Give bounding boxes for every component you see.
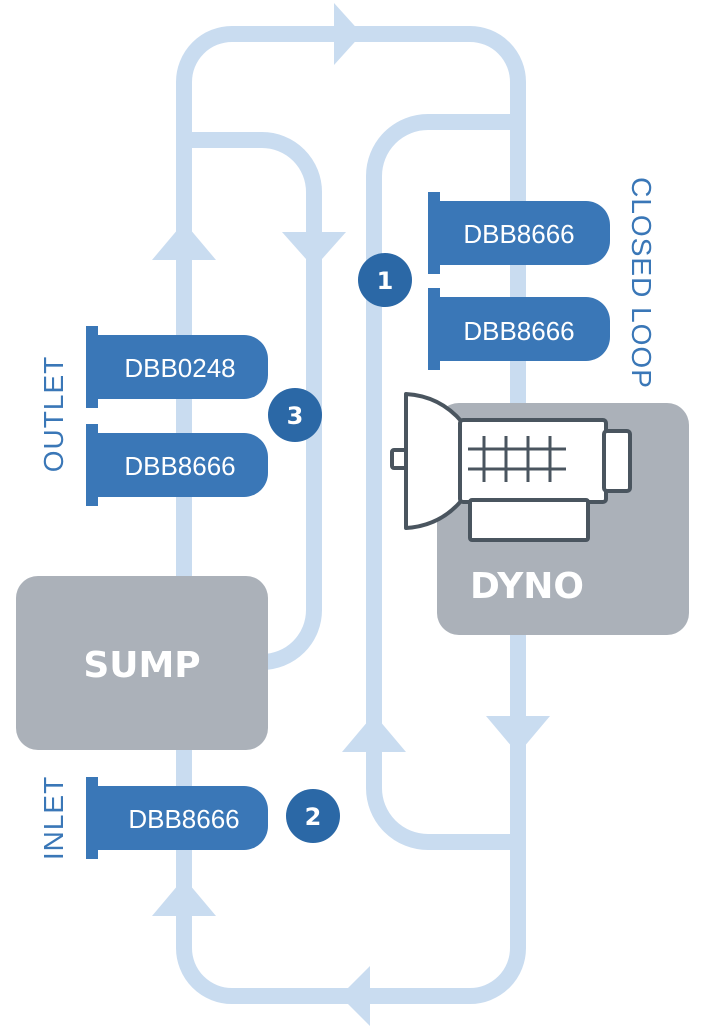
flow-arrow-down-icon (282, 232, 346, 268)
engine-icon (390, 392, 632, 542)
closed-loop-pipe (366, 114, 518, 850)
badge-number: 1 (377, 267, 394, 295)
engine-grille-icon (468, 436, 566, 482)
flow-arrow-up-icon (342, 714, 406, 752)
outlet-label: OUTLET (38, 356, 69, 472)
valve-closed-loop-top: DBB8666 (428, 192, 610, 274)
valve-outlet-bottom: DBB8666 (86, 424, 268, 506)
badge-number: 2 (305, 803, 322, 831)
sump-label: SUMP (83, 645, 200, 686)
badge-outlet: 3 (268, 388, 322, 442)
valve-label: DBB8666 (128, 804, 239, 834)
valve-closed-loop-bottom: DBB8666 (428, 288, 610, 370)
valve-label: DBB0248 (124, 353, 235, 383)
flow-arrow-right-icon (334, 3, 362, 65)
flow-arrow-up-icon (152, 878, 216, 916)
badge-number: 3 (287, 402, 304, 430)
valve-outlet-top: DBB0248 (86, 326, 268, 408)
valve-label: DBB8666 (124, 451, 235, 481)
valve-label: DBB8666 (463, 316, 574, 346)
sump-box: SUMP (16, 576, 268, 750)
badge-inlet: 2 (286, 789, 340, 843)
valve-label: DBB8666 (463, 219, 574, 249)
dyno-label: DYNO (470, 566, 584, 607)
flow-arrow-left-icon (340, 966, 370, 1026)
closed-loop-label: CLOSED LOOP (626, 177, 657, 389)
flow-arrow-up-icon (152, 222, 216, 260)
inlet-label: INLET (38, 776, 69, 860)
badge-closed-loop: 1 (358, 253, 412, 307)
flow-arrow-down-icon (486, 716, 550, 754)
valve-inlet: DBB8666 (86, 777, 268, 859)
flow-arrows (152, 3, 550, 1026)
